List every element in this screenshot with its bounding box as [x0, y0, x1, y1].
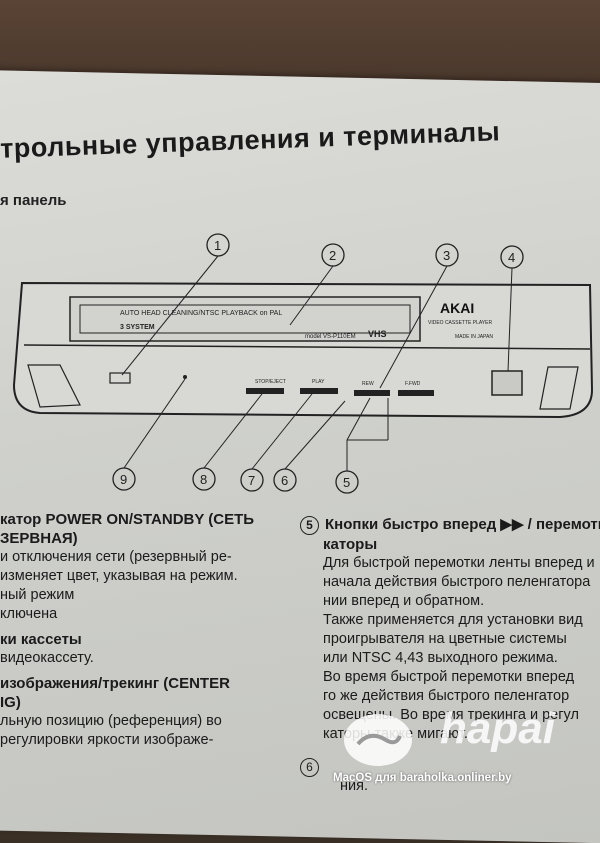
item-number-6: 6: [300, 757, 319, 777]
made-in: MADE IN JAPAN: [455, 334, 493, 340]
heading-cassette: ки кассеты: [0, 631, 82, 648]
para-tracking-1: льную позицию (референция) во: [0, 713, 222, 729]
fast-forward-button[interactable]: [398, 390, 434, 396]
deck-text-1: AUTO HEAD CLEANING/NTSC PLAYBACK on PAL: [120, 310, 282, 317]
vhs-logo: VHS: [368, 329, 387, 339]
section-label: я панель: [0, 192, 67, 209]
callout-2: 2: [289, 243, 345, 326]
svg-text:8: 8: [200, 472, 207, 487]
callout-5: 5: [335, 397, 389, 494]
para-ffwd-7: Во время быстрой перемотки вперед: [323, 668, 575, 685]
watermark-logo-graphic: [344, 714, 412, 766]
svg-text:4: 4: [508, 250, 515, 265]
watermark-caption: MacOS для baraholka.onliner.by: [333, 772, 512, 784]
para-power-3: ный режим: [0, 587, 75, 603]
heading-power-line2: ЗЕРВНАЯ): [0, 530, 78, 547]
para-ffwd-1: Для быстрой перемотки ленты вперед и: [323, 554, 595, 571]
stop-eject-button[interactable]: [246, 388, 284, 394]
left-column: катор POWER ON/STANDBY (СЕТЬ ЗЕРВНАЯ) и …: [0, 510, 300, 750]
brand-sub: VIDEO CASSETTE PLAYER: [428, 320, 492, 326]
label-ffwd: F.FWD: [405, 381, 421, 387]
para-power-4: ключена: [0, 606, 58, 622]
deck-text-2: 3 SYSTEM: [120, 324, 155, 331]
left-grille: [27, 364, 81, 408]
label-stop-eject: STOP/EJECT: [255, 379, 286, 385]
power-indicator: [183, 375, 187, 379]
callout-8: 8: [192, 393, 263, 491]
para-item-6: ния.: [340, 777, 368, 794]
para-ffwd-3: нии вперед и обратном.: [323, 592, 485, 609]
label-rew: REW: [362, 381, 374, 387]
handshake-icon: [356, 733, 402, 746]
power-button[interactable]: [109, 372, 131, 384]
right-grille: [539, 366, 579, 410]
para-ffwd-5: проигрывателя на цветные системы: [323, 630, 567, 647]
para-power-1: и отключения сети (резервный ре-: [0, 549, 232, 565]
svg-text:2: 2: [329, 248, 336, 263]
para-cassette: видеокассету.: [0, 650, 94, 666]
label-play: PLAY: [312, 379, 325, 385]
watermark-emblem: [344, 714, 412, 766]
callout-1: 1: [121, 233, 230, 376]
para-ffwd-6: или NTSC 4,43 выходного режима.: [323, 649, 558, 666]
panel-divider: [23, 344, 591, 350]
heading-power-line1: катор POWER ON/STANDBY (СЕТЬ: [0, 511, 255, 528]
para-tracking-2: регулировки яркости изображе-: [0, 732, 214, 748]
rewind-button[interactable]: [354, 390, 390, 396]
cassette-door: [79, 304, 411, 334]
item-6-row: 6: [300, 757, 600, 777]
svg-text:9: 9: [120, 472, 127, 487]
callout-6: 6: [273, 400, 346, 492]
remote-sensor: [491, 370, 523, 396]
callout-9: 9: [112, 378, 186, 491]
svg-text:5: 5: [343, 475, 350, 490]
para-power-2: изменяет цвет, указывая на режим.: [0, 568, 238, 584]
heading-ffwd-line2: каторы: [323, 535, 378, 553]
para-ffwd-8: го же действия быстрого пеленгатор: [323, 687, 570, 704]
svg-text:1: 1: [214, 238, 221, 253]
deck-model: model VS-P110EM: [305, 334, 356, 340]
watermark-brand: hapai: [440, 704, 555, 753]
callout-3: 3: [379, 243, 459, 389]
callout-4: 4: [500, 245, 524, 372]
vcr-front-panel-diagram: AUTO HEAD CLEANING/NTSC PLAYBACK on PAL …: [12, 233, 594, 494]
svg-text:7: 7: [248, 473, 255, 488]
para-ffwd-4: Также применяется для установки вид: [323, 611, 583, 628]
brand-logo: AKAI: [440, 300, 474, 316]
svg-text:3: 3: [443, 248, 450, 263]
svg-text:6: 6: [281, 473, 288, 488]
para-ffwd-2: начала действия быстрого пеленгатора: [323, 573, 591, 590]
cassette-slot: [69, 296, 421, 342]
play-button[interactable]: [300, 388, 338, 394]
heading-tracking-line1: изображения/трекинг (CENTER: [0, 675, 230, 692]
item-number-5: 5: [300, 515, 319, 535]
heading-tracking-line2: IG): [0, 694, 21, 711]
callout-7: 7: [240, 393, 313, 492]
